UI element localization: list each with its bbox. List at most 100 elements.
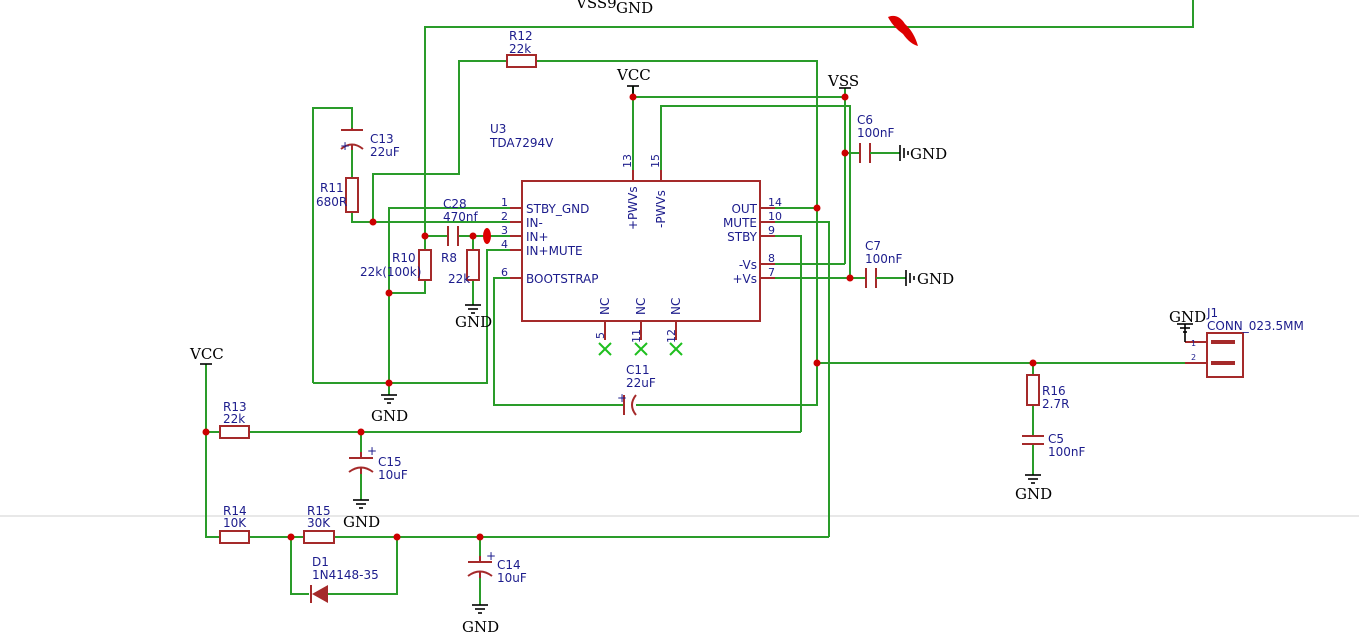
- r12-ref: R12: [509, 29, 533, 43]
- pin-12-num: 12: [665, 329, 678, 343]
- c13-plus: +: [340, 139, 350, 153]
- net-label-gnd-top: GND: [616, 0, 653, 17]
- red-ink-mark-pin3: [483, 228, 491, 244]
- capacitor-c11[interactable]: + C11 22uF: [617, 363, 656, 416]
- c11-ref: C11: [626, 363, 650, 377]
- pin-4-label: IN+MUTE: [526, 244, 583, 258]
- junction-dots: [202, 93, 1037, 541]
- pin-7-label: +Vs: [732, 272, 757, 286]
- resistor-r12[interactable]: R12 22k: [506, 29, 537, 68]
- capacitor-c5[interactable]: C5 100nF: [1022, 432, 1086, 459]
- r16-ref: R16: [1042, 384, 1066, 398]
- c11-plus: +: [617, 391, 627, 405]
- capacitor-c15[interactable]: + C15 10uF: [348, 444, 408, 482]
- ground-left[interactable]: GND: [371, 394, 408, 425]
- r11-value: 680R: [316, 195, 347, 209]
- power-vcc-top[interactable]: VCC: [616, 66, 651, 97]
- power-vss[interactable]: VSS: [827, 72, 859, 90]
- j1-value: CONN_023.5MM: [1207, 319, 1304, 333]
- power-vcc-left[interactable]: VCC: [189, 345, 224, 365]
- r15-ref: R15: [307, 504, 331, 518]
- pin-14-num: 14: [768, 196, 782, 209]
- pin-4-num: 4: [501, 238, 508, 251]
- c13-ref: C13: [370, 132, 394, 146]
- resistor-r10[interactable]: R10 22k(100k): [360, 249, 432, 281]
- diode-d1[interactable]: D1 1N4148-35: [310, 555, 379, 603]
- resistor-r13[interactable]: R13 22k: [219, 400, 250, 439]
- pin-14-label: OUT: [731, 202, 757, 216]
- r10-value: 22k(100k): [360, 265, 421, 279]
- resistor-r8[interactable]: R8 22k: [441, 249, 480, 286]
- r14-value: 10K: [223, 516, 247, 530]
- c5-ref: C5: [1048, 432, 1064, 446]
- gnd-j1-label: GND: [1169, 308, 1206, 326]
- capacitor-c7[interactable]: C7 100nF: [865, 239, 906, 288]
- r13-ref: R13: [223, 400, 247, 414]
- pin-5-num: 5: [594, 332, 607, 339]
- resistor-r16[interactable]: R16 2.7R: [1026, 374, 1069, 411]
- capacitor-c13[interactable]: + C13 22uF: [340, 128, 400, 159]
- ic-ref: U3: [490, 122, 506, 136]
- red-ink-mark-top: [888, 15, 918, 46]
- c15-ref: C15: [378, 455, 402, 469]
- ground-j1[interactable]: GND: [1169, 308, 1206, 342]
- r14-ref: R14: [223, 504, 247, 518]
- capacitor-c28[interactable]: C28 470nf: [443, 197, 479, 246]
- pin-10-label: MUTE: [723, 216, 757, 230]
- net-label-vss9: VSS9: [575, 0, 617, 12]
- pin-8-num: 8: [768, 252, 775, 265]
- resistor-r14[interactable]: R14 10K: [219, 504, 250, 544]
- r10-ref: R10: [392, 251, 416, 265]
- capacitor-c6[interactable]: C6 100nF: [857, 113, 900, 163]
- pin-2-num: 2: [501, 210, 508, 223]
- c5-value: 100nF: [1048, 445, 1086, 459]
- ground-c15[interactable]: GND: [343, 499, 380, 531]
- ic-u3[interactable]: U3 TDA7294V 1 2 3 4 6 STBY_GND IN- IN+ I…: [489, 122, 782, 356]
- ground-c5[interactable]: GND: [1015, 474, 1052, 503]
- r13-value: 22k: [223, 412, 245, 426]
- ground-c6[interactable]: GND: [899, 145, 947, 163]
- connector-j1[interactable]: 1 2 J1 CONN_023.5MM: [1185, 306, 1304, 378]
- c11-value: 22uF: [626, 376, 656, 390]
- r11-ref: R11: [320, 181, 344, 195]
- pin-15-num: 15: [649, 154, 662, 168]
- nc-marker-5: [598, 342, 612, 356]
- c6-value: 100nF: [857, 126, 895, 140]
- ground-c7[interactable]: GND: [905, 270, 954, 288]
- vcc-left-label: VCC: [189, 345, 224, 363]
- pin-1-label: STBY_GND: [526, 202, 589, 216]
- nc-marker-11: [634, 342, 648, 356]
- pin-1-num: 1: [501, 196, 508, 209]
- c15-plus: +: [367, 444, 377, 458]
- gnd-left-label: GND: [371, 407, 408, 425]
- r16-value: 2.7R: [1042, 397, 1069, 411]
- pin-11-num: 11: [630, 329, 643, 343]
- d1-ref: D1: [312, 555, 329, 569]
- d1-value: 1N4148-35: [312, 568, 379, 582]
- resistor-r15[interactable]: R15 30K: [303, 504, 335, 544]
- c14-plus: +: [486, 549, 496, 563]
- pin-15-label: -PWVs: [654, 190, 668, 228]
- c28-ref: C28: [443, 197, 467, 211]
- pin-3-label: IN+: [526, 230, 549, 244]
- pin-3-num: 3: [501, 224, 508, 237]
- pin-10-num: 10: [768, 210, 782, 223]
- c6-ref: C6: [857, 113, 873, 127]
- r8-value: 22k: [448, 272, 470, 286]
- ic-value: TDA7294V: [489, 136, 554, 150]
- c15-value: 10uF: [378, 468, 408, 482]
- j1-ref: J1: [1206, 306, 1218, 320]
- r8-ref: R8: [441, 251, 457, 265]
- gnd-c15-label: GND: [343, 513, 380, 531]
- capacitor-c14[interactable]: + C14 10uF: [467, 549, 527, 585]
- pin-13-label: +PWVs: [626, 186, 640, 230]
- pin-9-label: STBY: [727, 230, 758, 244]
- c13-value: 22uF: [370, 145, 400, 159]
- resistor-r11[interactable]: R11 680R: [316, 177, 359, 213]
- nc-marker-12: [669, 342, 683, 356]
- ground-c14[interactable]: GND: [462, 604, 499, 636]
- ground-r8[interactable]: GND: [455, 304, 492, 331]
- pin-13-num: 13: [621, 154, 634, 168]
- gnd-c14-label: GND: [462, 618, 499, 636]
